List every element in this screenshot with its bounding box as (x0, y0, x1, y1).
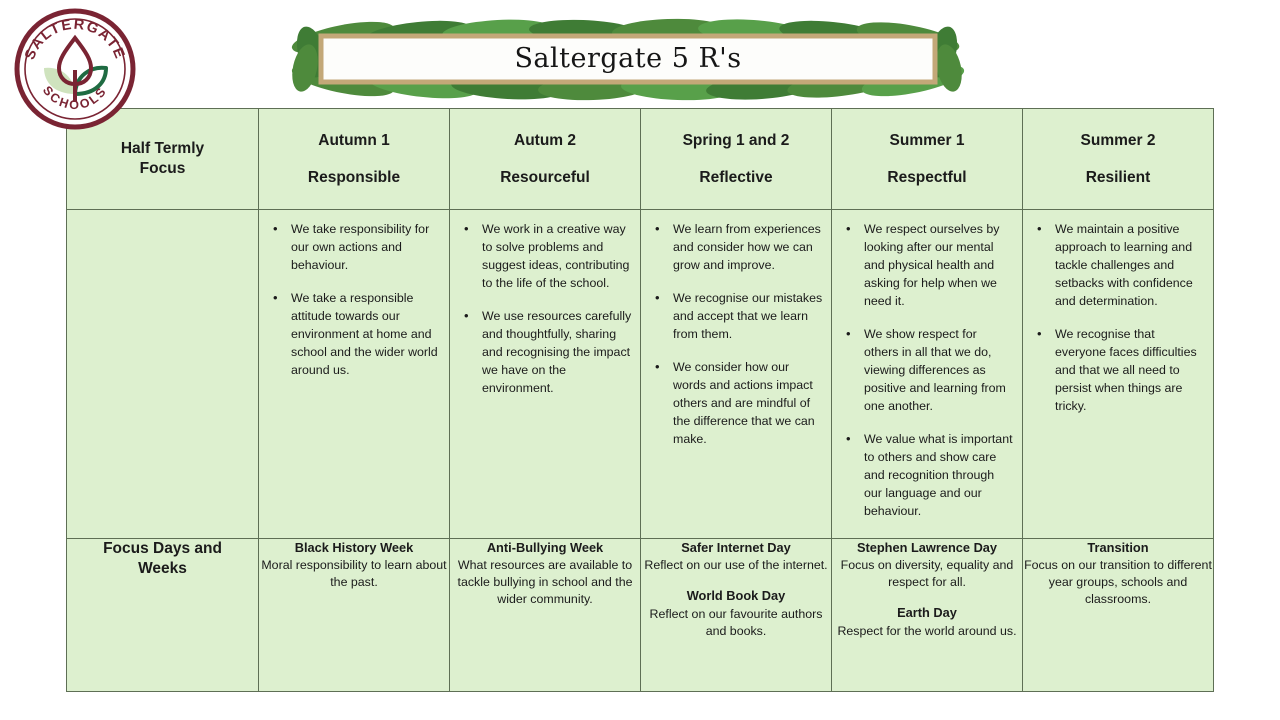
focus-cell-summer-2: Transition Focus on our transition to di… (1022, 538, 1214, 692)
focus-cell-spring-1-and-2: Safer Internet Day Reflect on our use of… (640, 538, 832, 692)
body-cell-first-empty (66, 209, 259, 539)
focus-event-name: World Book Day (686, 588, 786, 604)
body-cell-spring-1-and-2: We learn from experiences and consider h… (640, 209, 832, 539)
table-body-row: We take responsibility for our own actio… (66, 209, 1214, 539)
list-item: We show respect for others in all that w… (846, 325, 1014, 416)
logo-inner-ring (24, 18, 126, 120)
focus-event-name: Earth Day (897, 605, 957, 621)
header-focus-line1: Half Termly (120, 139, 205, 157)
logo-outer-ring (14, 8, 136, 130)
header-term-label: Summer 1 (889, 131, 965, 149)
title-banner: Saltergate 5 R's (283, 12, 973, 105)
header-rword-label: Respectful (887, 169, 967, 186)
focus-event: Transition Focus on our transition to di… (1023, 539, 1213, 608)
focus-event: World Book Day Reflect on our favourite … (641, 587, 831, 639)
focus-event-desc: What resources are available to tackle b… (457, 558, 633, 607)
focus-event-name: Safer Internet Day (681, 540, 791, 555)
header-cell-summer-1: Summer 1 Respectful (831, 108, 1023, 210)
header-term-label: Summer 2 (1080, 131, 1156, 149)
focus-cell-autumn-1: Black History Week Moral responsibility … (258, 538, 450, 692)
focus-event: Black History Week Moral responsibility … (259, 539, 449, 591)
header-cell-half-termly-focus: Half Termly Focus (66, 108, 259, 210)
banner-leaves-left (292, 26, 326, 92)
header-cell-spring-1-and-2: Spring 1 and 2 Reflective (640, 108, 832, 210)
list-item: We respect ourselves by looking after ou… (846, 220, 1014, 311)
list-item: We take responsibility for our own actio… (273, 220, 441, 275)
logo-trunk (73, 70, 77, 102)
list-item: We value what is important to others and… (846, 430, 1014, 521)
focus-event-desc: Reflect on our use of the internet. (644, 558, 828, 573)
focus-event-name: Stephen Lawrence Day (856, 540, 998, 555)
focus-event-desc: Moral responsibility to learn about the … (261, 558, 447, 590)
list-item: We use resources carefully and thoughtfu… (464, 307, 632, 398)
focus-label-line1: Focus Days and (103, 540, 222, 557)
header-rword-label: Reflective (699, 169, 773, 186)
body-cell-summer-2: We maintain a positive approach to learn… (1022, 209, 1214, 539)
focus-event: Anti-Bullying Week What resources are av… (450, 539, 640, 608)
body-cell-autum-2: We work in a creative way to solve probl… (449, 209, 641, 539)
focus-cell-autum-2: Anti-Bullying Week What resources are av… (449, 538, 641, 692)
header-rword-label: Resourceful (500, 169, 590, 186)
focus-event-desc: Reflect on our favourite authors and boo… (649, 606, 823, 638)
focus-event-name: Transition (1087, 540, 1149, 555)
list-item: We recognise our mistakes and accept tha… (655, 289, 823, 344)
header-rword-label: Resilient (1085, 169, 1151, 186)
header-focus-line2: Focus (139, 160, 186, 177)
focus-event-desc: Respect for the world around us. (837, 623, 1017, 638)
header-term-label: Autum 2 (514, 131, 576, 149)
logo-leaf-dark (73, 65, 108, 96)
header-cell-summer-2: Summer 2 Resilient (1022, 108, 1214, 210)
banner-plaque (318, 33, 938, 85)
bullet-list: We maintain a positive approach to learn… (1023, 210, 1213, 424)
list-item: We consider how our words and actions im… (655, 358, 823, 449)
focus-event: Safer Internet Day Reflect on our use of… (641, 539, 831, 574)
banner-foliage-svg (291, 18, 965, 101)
focus-label-line2: Weeks (138, 560, 187, 578)
school-logo: SALTERGATE SCHOOLS (14, 8, 136, 130)
bullet-list: We take responsibility for our own actio… (259, 210, 449, 388)
bullet-list: We learn from experiences and consider h… (641, 210, 831, 457)
focus-event-desc: Focus on our transition to different yea… (1024, 558, 1212, 607)
focus-cell-label: Focus Days and Weeks (66, 538, 259, 692)
header-rword-label: Responsible (307, 169, 401, 186)
header-cell-autum-2: Autum 2 Resourceful (449, 108, 641, 210)
table-focus-row: Focus Days and Weeks Black History Week … (66, 538, 1214, 692)
list-item: We maintain a positive approach to learn… (1037, 220, 1205, 311)
list-item: We take a responsible attitude towards o… (273, 289, 441, 380)
list-item: We work in a creative way to solve probl… (464, 220, 632, 293)
focus-event: Stephen Lawrence Day Focus on diversity,… (832, 539, 1022, 591)
body-cell-autumn-1: We take responsibility for our own actio… (258, 209, 450, 539)
list-item: We recognise that everyone faces difficu… (1037, 325, 1205, 416)
header-term-label: Spring 1 and 2 (682, 131, 790, 149)
five-rs-table: Half Termly Focus Autumn 1 Responsible A… (66, 108, 1214, 692)
header-cell-autumn-1: Autumn 1 Responsible (258, 108, 450, 210)
table-header-row: Half Termly Focus Autumn 1 Responsible A… (66, 108, 1214, 210)
focus-event-desc: Focus on diversity, equality and respect… (840, 558, 1014, 590)
body-cell-summer-1: We respect ourselves by looking after ou… (831, 209, 1023, 539)
header-term-label: Autumn 1 (318, 131, 390, 149)
focus-cell-summer-1: Stephen Lawrence Day Focus on diversity,… (831, 538, 1023, 692)
logo-leaf-light (44, 67, 75, 94)
school-logo-svg: SALTERGATE SCHOOLS (14, 8, 136, 130)
bullet-list: We respect ourselves by looking after ou… (832, 210, 1022, 529)
bullet-list: We work in a creative way to solve probl… (450, 210, 640, 406)
focus-event-name: Black History Week (294, 540, 414, 555)
focus-event-name: Anti-Bullying Week (486, 540, 604, 555)
list-item: We learn from experiences and consider h… (655, 220, 823, 275)
focus-event: Earth Day Respect for the world around u… (832, 604, 1022, 639)
